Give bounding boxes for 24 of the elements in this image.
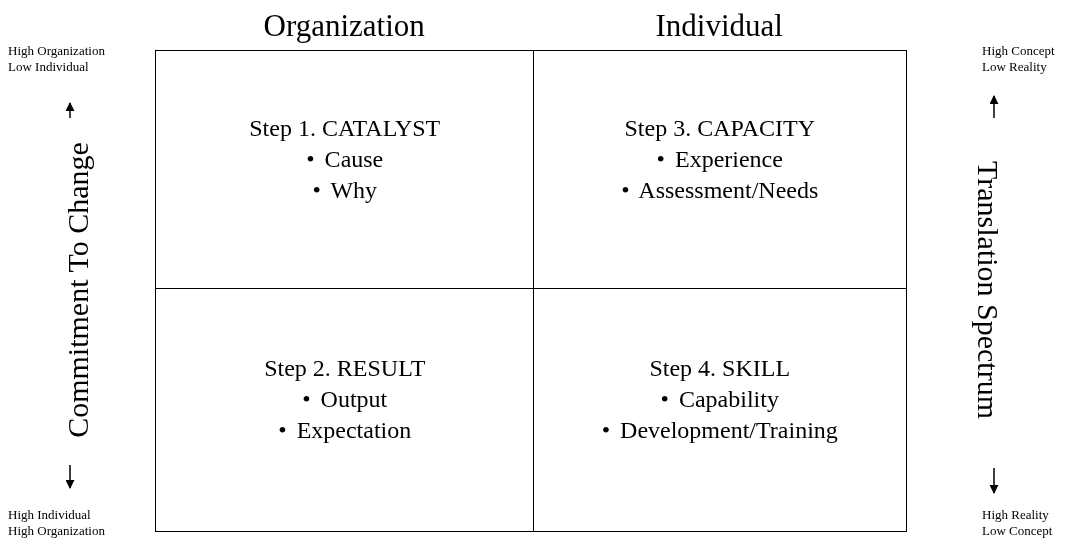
corner-label: High Concept Low Reality [982, 43, 1055, 75]
quadrant-cell [155, 50, 535, 290]
quadrant-cell [533, 50, 907, 290]
bullet-item: • Development/Training [601, 416, 838, 446]
bullet-item: • Assessment/Needs [621, 176, 819, 206]
bullet-item: • Experience [656, 145, 783, 175]
quadrant-cell [533, 288, 907, 532]
bullet-item: • Why [312, 176, 378, 206]
corner-label: High Organization Low Individual [8, 43, 105, 75]
corner-label: High Reality Low Concept [982, 507, 1053, 539]
step-heading: Step 4. SKILL [649, 354, 791, 384]
column-header: Organization [263, 8, 425, 44]
corner-label: High Individual High Organization [8, 507, 105, 539]
axis-label: Commitment To Change [60, 142, 95, 438]
quadrant-cell [155, 288, 535, 532]
bullet-item: • Output [302, 385, 388, 415]
bullet-item: • Capability [660, 385, 779, 415]
step-heading: Step 1. CATALYST [249, 114, 441, 144]
bullet-item: • Expectation [278, 416, 412, 446]
axis-label: Translation Spectrum [971, 161, 1005, 419]
step-heading: Step 2. RESULT [264, 354, 426, 384]
step-heading: Step 3. CAPACITY [624, 114, 815, 144]
column-header: Individual [655, 8, 783, 44]
bullet-item: • Cause [306, 145, 384, 175]
